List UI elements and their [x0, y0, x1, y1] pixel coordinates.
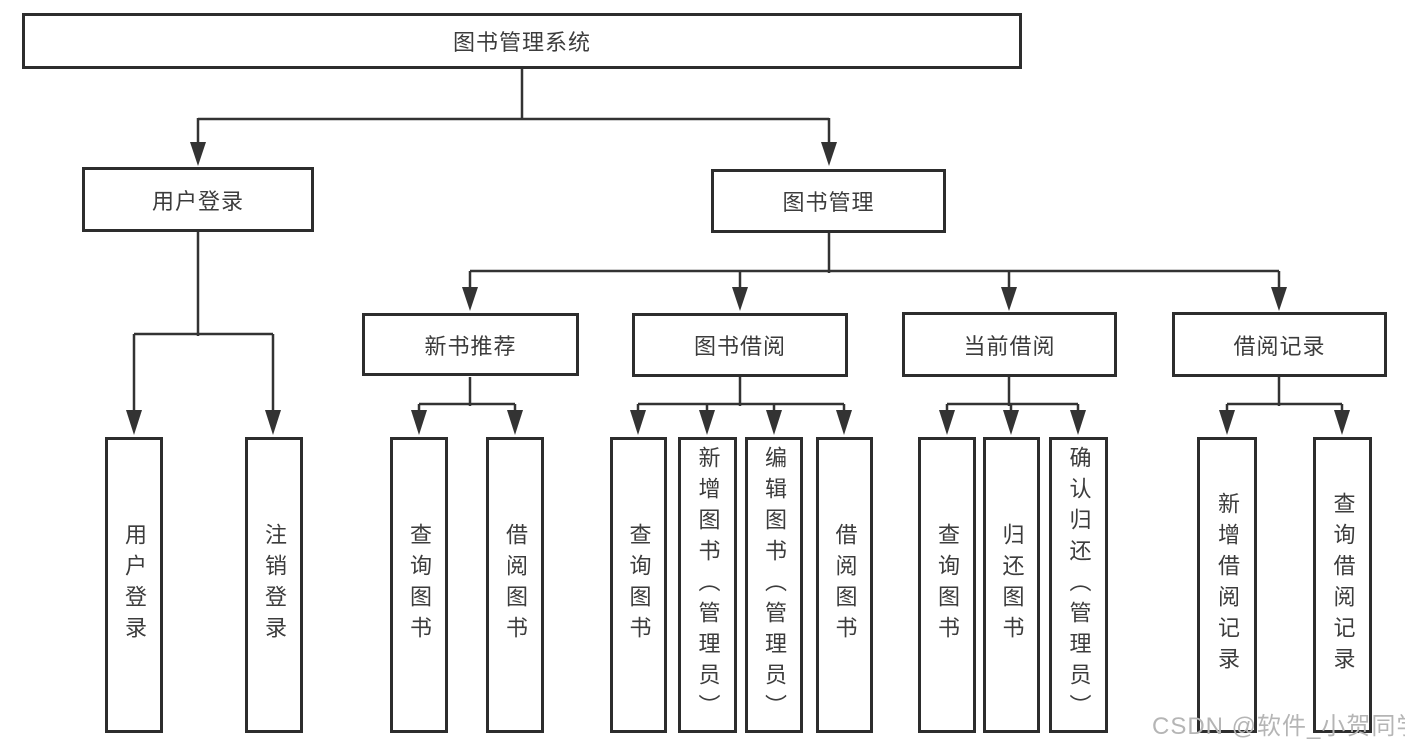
- leaf-newbook-borrow-label: 借阅图书: [503, 523, 528, 647]
- leaf-current-return: 归还图书: [983, 437, 1040, 733]
- leaf-borrow-edit-label: 编辑图书（管理员）: [762, 445, 787, 725]
- node-book-borrow: 图书借阅: [632, 313, 848, 377]
- leaf-borrow-borrow-label: 借阅图书: [832, 523, 858, 647]
- node-current-borrow-label: 当前借阅: [963, 333, 1056, 359]
- leaf-record-query-label: 查询借阅记录: [1330, 492, 1356, 678]
- leaf-current-confirm: 确认归还（管理员）: [1049, 437, 1108, 733]
- node-book-management: 图书管理: [711, 169, 946, 233]
- leaf-logout: 注销登录: [245, 437, 303, 733]
- node-new-book-recommend-label: 新书推荐: [424, 333, 517, 359]
- leaf-record-add-label: 新增借阅记录: [1215, 492, 1240, 678]
- leaf-current-query: 查询图书: [918, 437, 976, 733]
- leaf-borrow-add-label: 新增图书（管理员）: [695, 445, 721, 725]
- node-borrow-records-label: 借阅记录: [1233, 333, 1326, 359]
- node-user-login-label: 用户登录: [151, 188, 244, 214]
- leaf-borrow-query-label: 查询图书: [626, 523, 652, 647]
- node-root: 图书管理系统: [22, 13, 1022, 69]
- leaf-newbook-query: 查询图书: [390, 437, 448, 733]
- leaf-current-confirm-label: 确认归还（管理员）: [1066, 445, 1092, 725]
- node-book-borrow-label: 图书借阅: [693, 334, 786, 359]
- leaf-newbook-query-label: 查询图书: [407, 523, 432, 647]
- node-new-book-recommend: 新书推荐: [362, 313, 579, 376]
- leaf-borrow-borrow: 借阅图书: [816, 437, 873, 733]
- leaf-current-return-label: 归还图书: [999, 523, 1025, 647]
- leaf-user-login: 用户登录: [105, 437, 163, 733]
- leaf-borrow-edit: 编辑图书（管理员）: [745, 437, 803, 733]
- leaf-borrow-query: 查询图书: [610, 437, 667, 733]
- leaf-record-query: 查询借阅记录: [1313, 437, 1372, 733]
- leaf-logout-label: 注销登录: [262, 523, 287, 647]
- leaf-current-query-label: 查询图书: [935, 523, 960, 647]
- watermark: CSDN @软件_小贺同学: [1152, 713, 1405, 740]
- node-borrow-records: 借阅记录: [1172, 312, 1387, 377]
- leaf-newbook-borrow: 借阅图书: [486, 437, 544, 733]
- leaf-user-login-label: 用户登录: [122, 523, 147, 647]
- node-book-management-label: 图书管理: [782, 190, 875, 215]
- leaf-record-add: 新增借阅记录: [1197, 437, 1257, 733]
- node-user-login: 用户登录: [82, 167, 314, 232]
- node-current-borrow: 当前借阅: [902, 312, 1117, 377]
- leaf-borrow-add: 新增图书（管理员）: [678, 437, 737, 733]
- node-root-label: 图书管理系统: [452, 30, 591, 55]
